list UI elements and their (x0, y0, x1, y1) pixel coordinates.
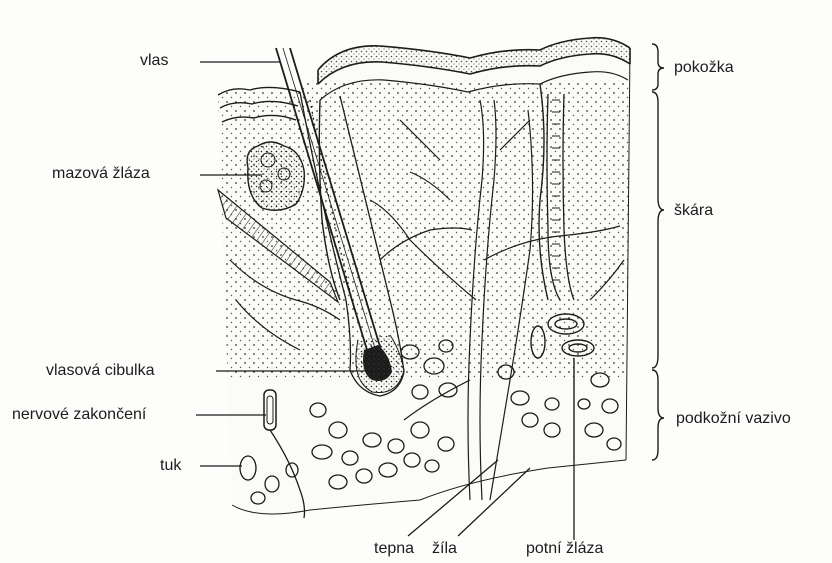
brace-pokozka (652, 44, 664, 90)
brace-podkozni-vazivo (652, 370, 664, 460)
sebaceous-gland (247, 142, 304, 210)
label-vlasova-cibulka: vlasová cibulka (46, 362, 155, 380)
label-skara: škára (674, 202, 713, 220)
label-podkozni-vazivo: podkožní vazivo (676, 410, 791, 428)
label-vlas: vlas (140, 52, 168, 70)
label-tuk: tuk (160, 457, 181, 475)
label-pokozka: pokožka (674, 59, 734, 77)
label-mazova-zlaza: mazová žláza (52, 165, 150, 183)
label-potni-zlaza: potní žláza (526, 540, 603, 558)
tissue-block (210, 30, 640, 530)
brace-skara (652, 92, 664, 368)
label-tepna: tepna (374, 540, 414, 558)
label-nervove-zakonceni: nervové zakončení (12, 406, 146, 424)
label-zila: žíla (432, 540, 457, 558)
